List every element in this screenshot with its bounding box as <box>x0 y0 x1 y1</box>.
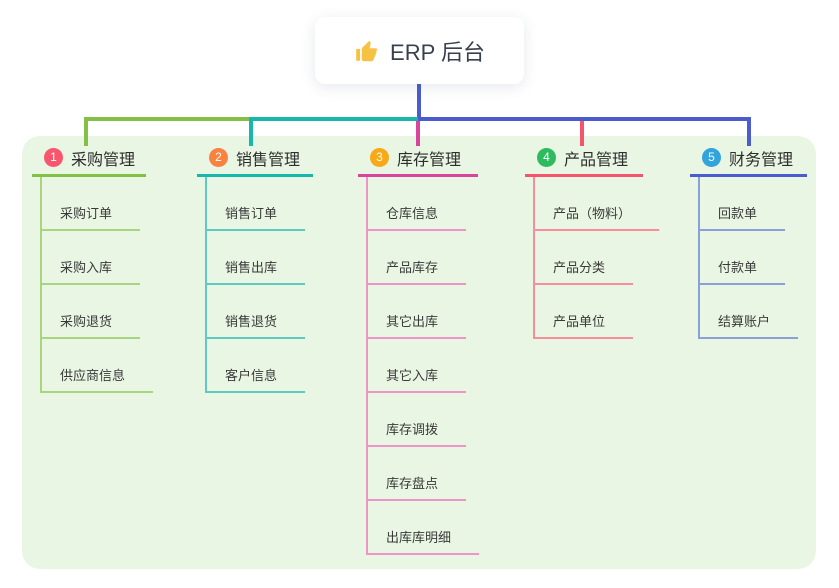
connector-drop-finance <box>747 117 751 146</box>
branch-purchase-node[interactable]: 1 采购管理 <box>32 146 146 177</box>
mindmap-background-panel <box>22 136 816 569</box>
branch-sales-node[interactable]: 2 销售管理 <box>197 146 313 177</box>
branch-number-badge: 3 <box>370 148 389 167</box>
child-node[interactable]: 产品单位 <box>535 285 634 339</box>
child-node[interactable]: 出库库明细 <box>368 501 480 555</box>
child-node[interactable]: 其它出库 <box>368 285 467 339</box>
root-node[interactable]: ERP 后台 <box>315 17 524 84</box>
child-node[interactable]: 库存盘点 <box>368 447 467 501</box>
thumbs-up-icon <box>356 40 378 61</box>
branch-inventory-node[interactable]: 3 库存管理 <box>358 146 478 177</box>
child-node[interactable]: 供应商信息 <box>42 339 154 393</box>
connector-drop-sales <box>249 117 253 146</box>
connector-drop-purchase <box>84 117 88 146</box>
connector-drop-product <box>580 121 584 146</box>
child-node[interactable]: 仓库信息 <box>368 177 467 231</box>
branch-sales: 2 销售管理 销售订单 销售出库 销售退货 客户信息 <box>197 146 313 393</box>
child-node[interactable]: 采购入库 <box>42 231 141 285</box>
branch-number-badge: 2 <box>209 148 228 167</box>
child-node[interactable]: 销售出库 <box>207 231 306 285</box>
branch-number-badge: 5 <box>702 148 721 167</box>
connector-bus-center-left <box>251 117 420 121</box>
child-node[interactable]: 回款单 <box>700 177 786 231</box>
branch-finance-node[interactable]: 5 财务管理 <box>690 146 807 177</box>
branch-product-node[interactable]: 4 产品管理 <box>525 146 643 177</box>
child-node[interactable]: 其它入库 <box>368 339 467 393</box>
branch-purchase: 1 采购管理 采购订单 采购入库 采购退货 供应商信息 <box>32 146 154 393</box>
root-node-label: ERP 后台 <box>390 39 485 65</box>
branch-number-badge: 4 <box>537 148 556 167</box>
child-node[interactable]: 产品库存 <box>368 231 467 285</box>
child-node[interactable]: 销售退货 <box>207 285 306 339</box>
connector-drop-inventory <box>416 121 420 146</box>
branch-inventory: 3 库存管理 仓库信息 产品库存 其它出库 其它入库 库存调拨 库存盘点 出库库… <box>358 146 480 555</box>
child-node[interactable]: 结算账户 <box>700 285 799 339</box>
child-node[interactable]: 客户信息 <box>207 339 306 393</box>
child-node[interactable]: 付款单 <box>700 231 786 285</box>
child-node[interactable]: 库存调拨 <box>368 393 467 447</box>
branch-finance: 5 财务管理 回款单 付款单 结算账户 <box>690 146 807 339</box>
branch-label: 产品管理 <box>564 151 629 169</box>
child-node[interactable]: 采购订单 <box>42 177 141 231</box>
branch-sales-children: 销售订单 销售出库 销售退货 客户信息 <box>205 177 306 393</box>
child-node[interactable]: 产品分类 <box>535 231 634 285</box>
branch-label: 财务管理 <box>729 151 794 169</box>
branch-number-badge: 1 <box>44 148 63 167</box>
connector-bus-right <box>418 117 751 121</box>
connector-bus-left <box>84 117 253 121</box>
branch-label: 销售管理 <box>236 151 301 169</box>
branch-label: 库存管理 <box>397 151 462 169</box>
branch-purchase-children: 采购订单 采购入库 采购退货 供应商信息 <box>40 177 154 393</box>
child-node[interactable]: 采购退货 <box>42 285 141 339</box>
branch-product: 4 产品管理 产品（物料） 产品分类 产品单位 <box>525 146 660 339</box>
connector-root-stem <box>417 84 421 118</box>
branch-product-children: 产品（物料） 产品分类 产品单位 <box>533 177 660 339</box>
branch-inventory-children: 仓库信息 产品库存 其它出库 其它入库 库存调拨 库存盘点 出库库明细 <box>366 177 480 555</box>
branch-finance-children: 回款单 付款单 结算账户 <box>698 177 799 339</box>
child-node[interactable]: 产品（物料） <box>535 177 660 231</box>
child-node[interactable]: 销售订单 <box>207 177 306 231</box>
branch-label: 采购管理 <box>71 151 136 169</box>
